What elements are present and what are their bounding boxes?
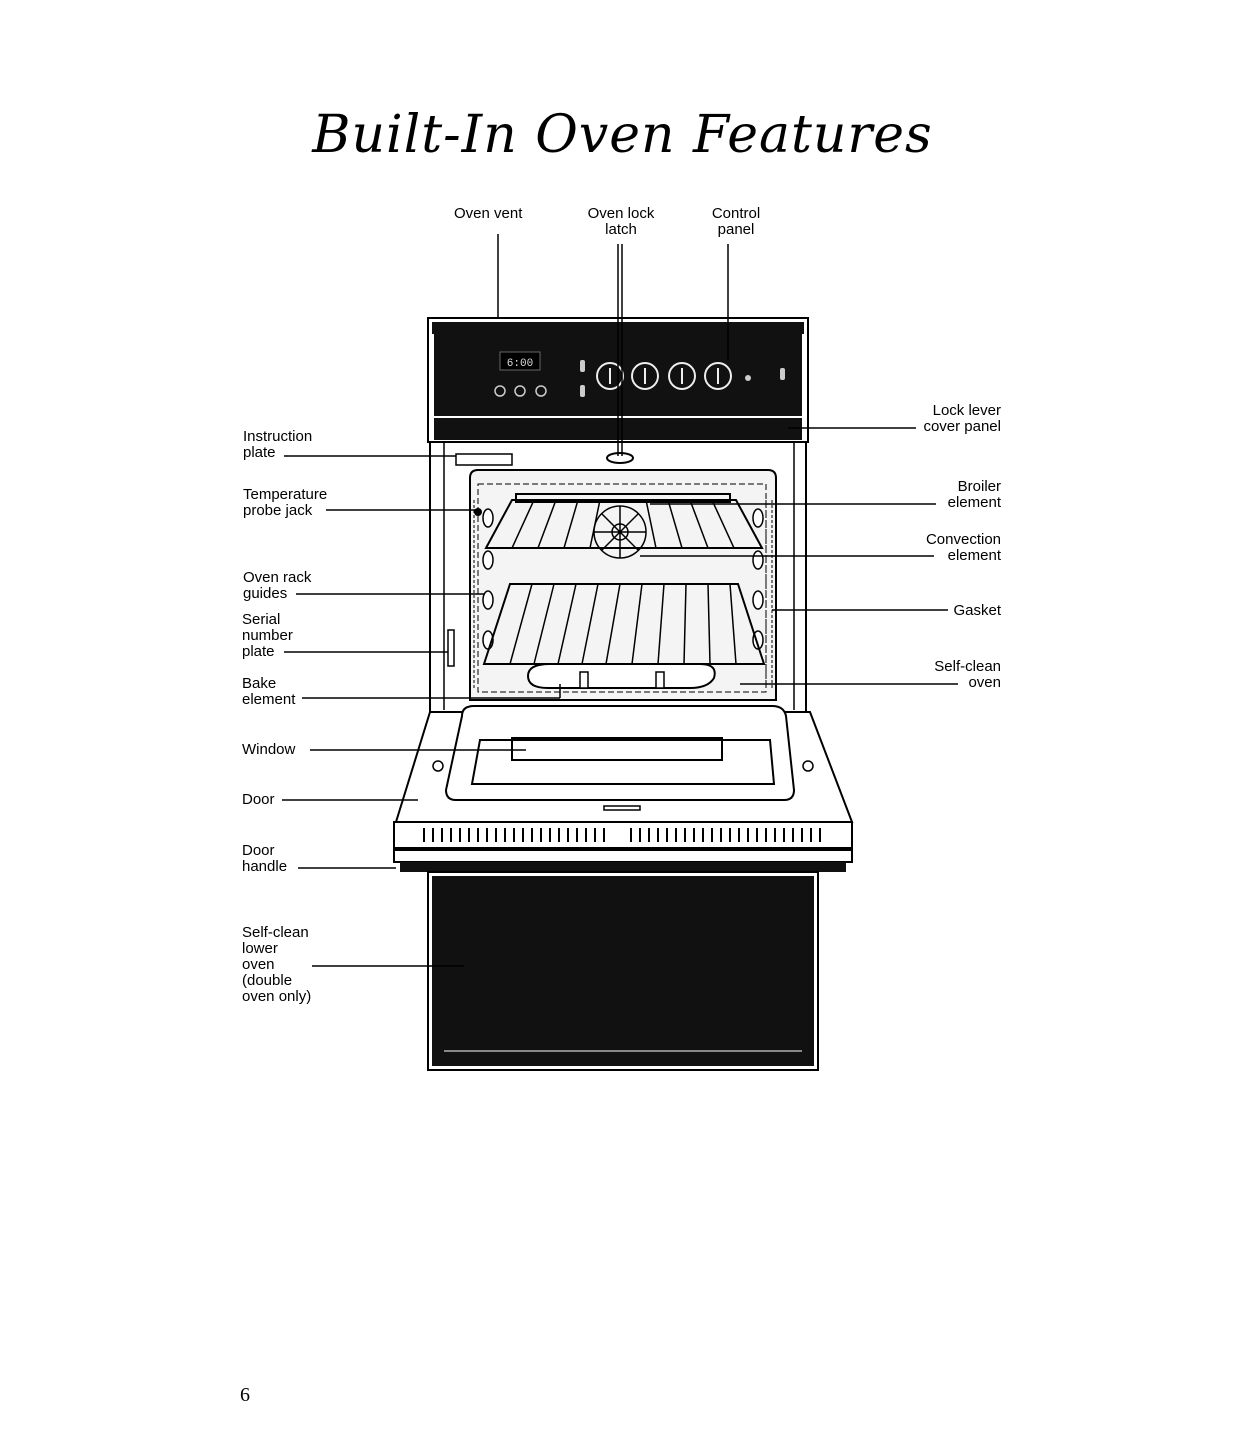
label-oven-vent: Oven vent <box>454 205 523 222</box>
instruction-plate <box>455 453 513 466</box>
convection-fan <box>593 505 647 559</box>
clock-display-text: 6:00 <box>507 358 533 370</box>
label-door: Door <box>242 791 275 808</box>
gasket <box>473 500 773 690</box>
door-vents <box>423 828 821 842</box>
label-bake-element: Bake element <box>242 675 296 708</box>
label-lock-lever-cover-panel: Lock lever cover panel <box>923 402 1001 435</box>
label-broiler-element: Broiler element <box>947 478 1001 511</box>
label-self-clean-lower-oven: Self-clean lower oven (double oven only) <box>242 924 312 1005</box>
door-window <box>470 737 776 785</box>
label-door-handle: Door handle <box>242 842 288 875</box>
label-oven-rack-guides: Oven rack guides <box>243 569 312 602</box>
label-serial-number-plate: Serial number plate <box>242 611 293 660</box>
leader-lines <box>282 234 958 967</box>
label-oven-lock-latch: Oven lock latch <box>587 205 655 238</box>
page-number: 6 <box>240 1384 250 1406</box>
serial-number-plate <box>447 629 455 667</box>
label-window: Window <box>242 741 296 758</box>
oven-door <box>394 705 854 823</box>
temperature-probe-jack <box>474 508 482 516</box>
bake-element <box>526 663 716 689</box>
page-title: Built-In Oven Features <box>312 105 933 165</box>
label-instruction-plate: Instruction plate <box>243 428 313 461</box>
label-gasket: Gasket <box>953 602 1001 619</box>
clock-display <box>499 351 541 371</box>
door-handle <box>393 849 853 872</box>
label-convection-element: Convection element <box>925 531 1001 564</box>
panel-buttons <box>494 385 547 397</box>
label-temperature-probe-jack: Temperature probe jack <box>243 486 328 519</box>
upper-rack <box>484 499 764 549</box>
lower-oven <box>427 871 819 1071</box>
label-self-clean-oven: Self-clean oven <box>934 658 1001 691</box>
oven-lock-latch <box>606 452 634 464</box>
label-control-panel: Control panel <box>711 205 761 238</box>
